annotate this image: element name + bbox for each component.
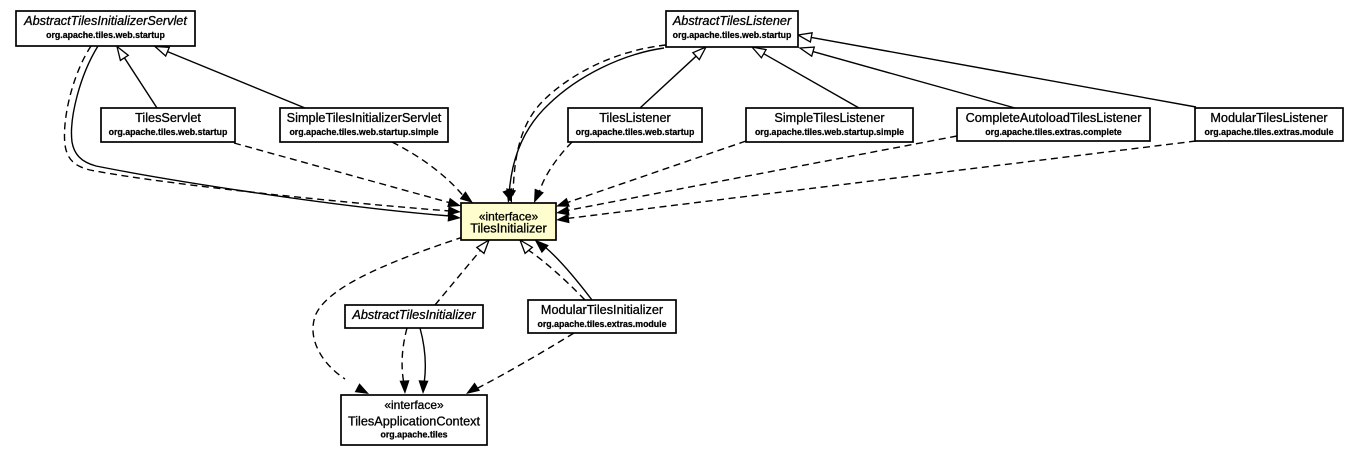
svg-text:SimpleTilesListener: SimpleTilesListener (774, 111, 885, 125)
svg-text:org.apache.tiles.web.startup: org.apache.tiles.web.startup (673, 30, 792, 40)
svg-text:org.apache.tiles.web.startup: org.apache.tiles.web.startup (109, 127, 228, 137)
svg-text:org.apache.tiles.extras.comple: org.apache.tiles.extras.complete (985, 127, 1122, 137)
svg-text:CompleteAutoloadTilesListener: CompleteAutoloadTilesListener (966, 111, 1143, 125)
svg-text:AbstractTilesListener: AbstractTilesListener (672, 14, 792, 28)
svg-text:org.apache.tiles.extras.module: org.apache.tiles.extras.module (1204, 127, 1333, 137)
svg-text:SimpleTilesInitializerServlet: SimpleTilesInitializerServlet (287, 111, 442, 125)
svg-text:ModularTilesListener: ModularTilesListener (1210, 111, 1328, 125)
svg-text:AbstractTilesInitializerServle: AbstractTilesInitializerServlet (23, 14, 187, 28)
svg-text:org.apache.tiles: org.apache.tiles (381, 429, 448, 439)
svg-text:org.apache.tiles.web.startup.s: org.apache.tiles.web.startup.simple (755, 127, 904, 137)
svg-text:TilesListener: TilesListener (599, 111, 671, 125)
svg-text:AbstractTilesInitializer: AbstractTilesInitializer (351, 308, 476, 322)
svg-text:org.apache.tiles.web.startup.s: org.apache.tiles.web.startup.simple (289, 127, 438, 137)
svg-text:TilesServlet: TilesServlet (135, 111, 201, 125)
svg-text:ModularTilesInitializer: ModularTilesInitializer (541, 303, 664, 317)
svg-text:org.apache.tiles.extras.module: org.apache.tiles.extras.module (537, 319, 666, 329)
svg-text:TilesInitializer: TilesInitializer (470, 221, 547, 235)
svg-text:«interface»: «interface» (384, 398, 444, 412)
svg-text:org.apache.tiles.web.startup: org.apache.tiles.web.startup (576, 127, 695, 137)
svg-text:«interface»: «interface» (479, 210, 539, 224)
svg-text:TilesApplicationContext: TilesApplicationContext (348, 414, 481, 428)
svg-text:org.apache.tiles.web.startup: org.apache.tiles.web.startup (46, 30, 165, 40)
